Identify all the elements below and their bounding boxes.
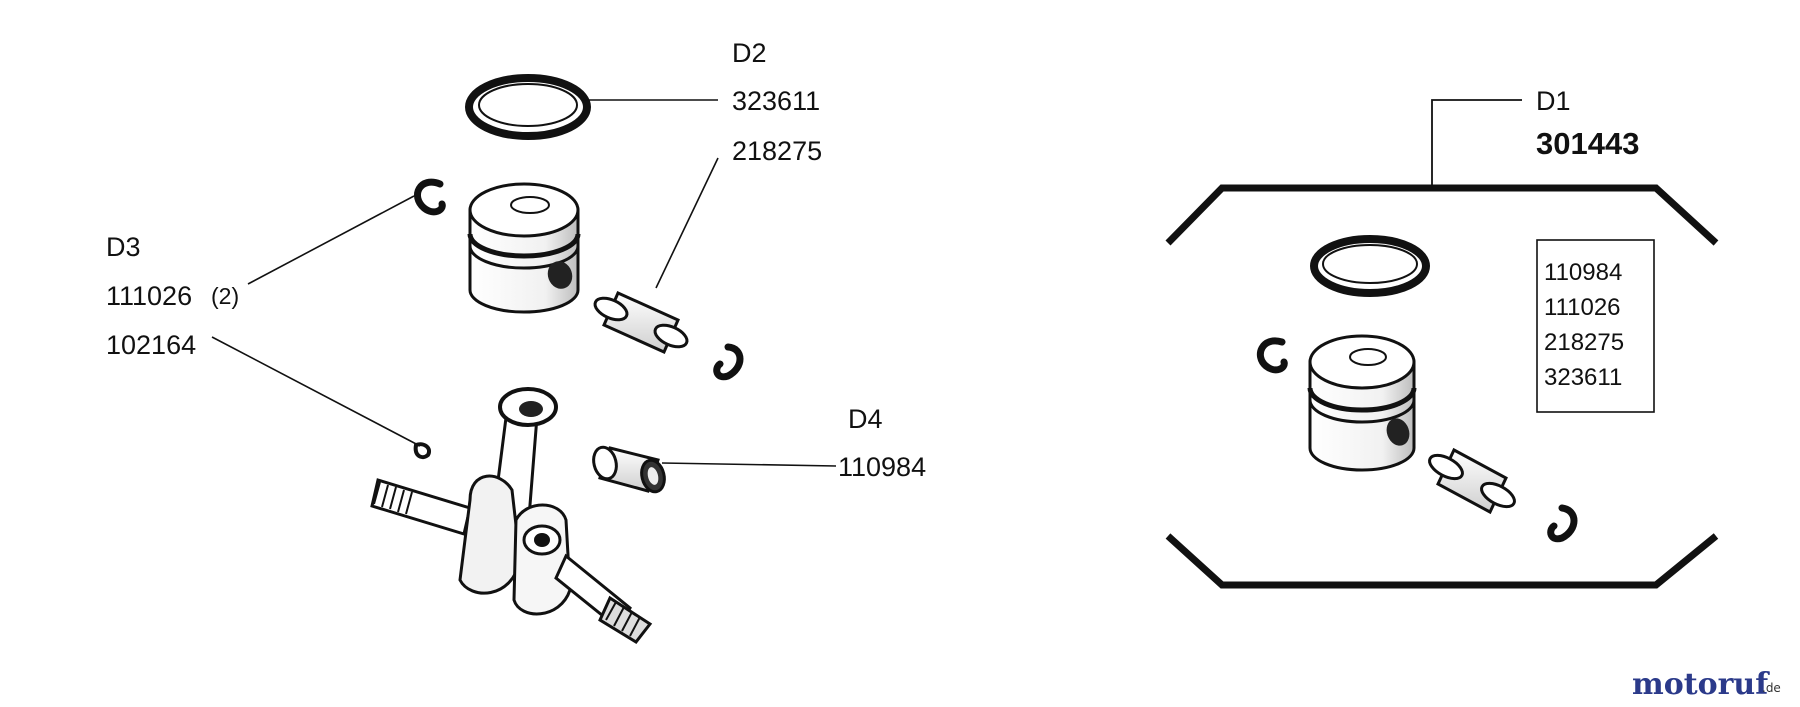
label-d3-code: D3 — [106, 232, 141, 262]
needle-bearing-left — [592, 445, 666, 494]
watermark-text: motoruf — [1632, 667, 1770, 702]
piston-pin-kit — [1428, 447, 1516, 515]
piston-ring-kit — [1310, 235, 1430, 297]
piston-left — [467, 182, 581, 314]
leader-lines-left — [211, 99, 837, 467]
piston-kit — [1307, 334, 1417, 472]
label-d1-code: D1 — [1536, 86, 1571, 116]
piston-ring-left — [465, 74, 591, 140]
label-d3-part-1: 111026 — [106, 281, 192, 311]
piston-pin-left — [593, 291, 689, 354]
circlip-top-left — [414, 178, 446, 216]
label-d2-part-1: 323611 — [732, 86, 820, 116]
circlip-left-kit — [1257, 337, 1288, 374]
watermark-suffix: .de — [1762, 681, 1781, 695]
kit-contents-box: 110984 111026 218275 323611 — [1536, 239, 1655, 413]
kit-bracket-d1 — [1165, 184, 1719, 589]
circlip-right-left — [713, 343, 744, 381]
kit-content-3: 218275 — [1544, 329, 1624, 356]
label-d2-code: D2 — [732, 38, 767, 68]
label-d2-part-2: 218275 — [732, 136, 822, 166]
label-d4-code: D4 — [848, 404, 883, 434]
circlip-right-kit — [1547, 504, 1578, 543]
kit-content-4: 323611 — [1544, 364, 1622, 391]
watermark-logo: motoruf .de — [1632, 667, 1781, 702]
kit-content-1: 110984 — [1544, 259, 1622, 286]
label-d3-qty: (2) — [211, 283, 239, 309]
label-d3-part-2: 102164 — [106, 330, 196, 360]
leader-d1 — [1431, 99, 1522, 188]
kit-content-2: 111026 — [1544, 294, 1621, 321]
label-d4-part-1: 110984 — [838, 452, 926, 482]
crankshaft-left — [370, 387, 653, 644]
label-d1-kit: 301443 — [1536, 126, 1639, 161]
key-small-left — [413, 442, 431, 460]
